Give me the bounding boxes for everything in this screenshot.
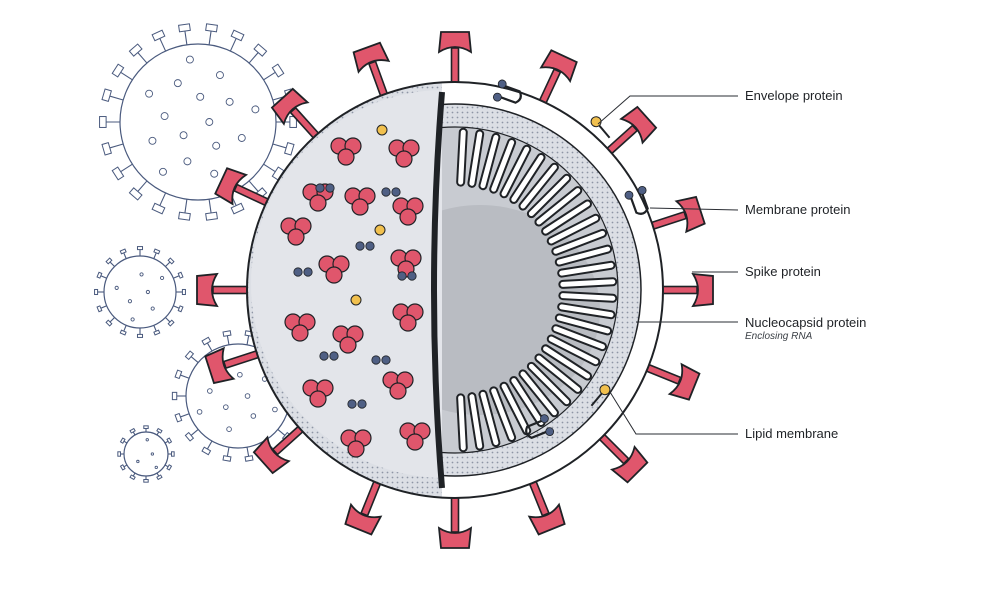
surface-spike-11 xyxy=(302,379,334,408)
leader-line-1 xyxy=(649,207,739,211)
surface-spike-13 xyxy=(340,429,372,458)
small-virus-2 xyxy=(94,246,186,338)
spike-7 xyxy=(526,474,566,536)
envelope-protein-1 xyxy=(590,384,611,407)
membrane-dot-7 xyxy=(347,399,367,409)
spike-12 xyxy=(196,272,254,308)
surface-spike-5 xyxy=(280,217,312,246)
nucleocapsid-coil xyxy=(456,127,618,453)
membrane-protein-1 xyxy=(624,185,649,215)
leader-lines xyxy=(597,95,739,435)
leader-line-4 xyxy=(609,391,738,435)
spike-4 xyxy=(656,272,714,308)
surface-spike-3 xyxy=(344,187,376,216)
label-nucleocapsid-protein: Nucleocapsid protein xyxy=(745,315,867,330)
spike-13 xyxy=(214,167,275,209)
surface-spike-6 xyxy=(318,255,350,284)
spikes-group xyxy=(196,31,714,549)
small-viruses-group xyxy=(94,23,305,483)
cut-edge xyxy=(431,91,445,489)
surface-spike-0 xyxy=(330,137,362,166)
membrane-dot-3 xyxy=(355,241,375,251)
membrane-dot-2 xyxy=(293,267,313,277)
envelope-dot-1 xyxy=(350,294,362,306)
label-spike-protein: Spike protein xyxy=(745,264,821,279)
label-envelope-protein: Envelope protein xyxy=(745,88,843,103)
virus-right-half xyxy=(442,79,664,499)
label-enclosing-rna: Enclosing RNA xyxy=(745,331,813,342)
membrane-dot-6 xyxy=(371,355,391,365)
spike-11 xyxy=(204,346,265,385)
spike-6 xyxy=(594,429,649,484)
label-membrane-protein: Membrane protein xyxy=(745,202,851,217)
surface-spike-4 xyxy=(392,197,424,226)
membrane-dot-5 xyxy=(319,351,339,361)
surface-spike-14 xyxy=(399,422,431,451)
spike-0 xyxy=(437,31,473,89)
surface-spike-9 xyxy=(332,325,364,354)
envelope-protein-0 xyxy=(590,116,611,139)
spike-8 xyxy=(437,491,473,549)
label-lipid-membrane: Lipid membrane xyxy=(745,426,839,441)
small-virus-4 xyxy=(117,425,175,483)
surface-spike-8 xyxy=(284,313,316,342)
virus-left-half xyxy=(246,81,442,499)
surface-spike-12 xyxy=(382,371,414,400)
membrane-dot-0 xyxy=(315,183,335,193)
leader-line-0 xyxy=(597,95,738,125)
spike-2 xyxy=(601,105,658,159)
membrane-protein-0 xyxy=(492,79,522,104)
envelope-dot-0 xyxy=(376,124,388,136)
surface-spike-1 xyxy=(388,139,420,168)
small-virus-1 xyxy=(99,23,297,221)
membrane-protein-2 xyxy=(525,414,555,440)
membrane-dot-4 xyxy=(397,271,417,281)
virus-body xyxy=(246,79,664,499)
surface-spike-10 xyxy=(392,303,424,332)
membrane-dot-1 xyxy=(381,187,401,197)
spike-3 xyxy=(645,195,706,234)
envelope-dot-2 xyxy=(374,224,386,236)
